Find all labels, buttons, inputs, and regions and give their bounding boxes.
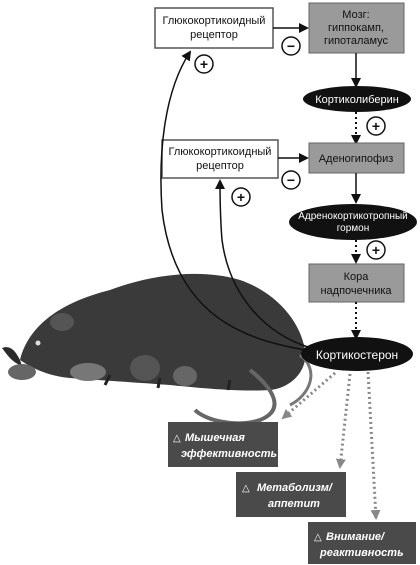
acth-line1: Адренокортикотропный [298,211,408,222]
effect-attention-box: △ Внимание/ реактивность [308,522,416,564]
effect-metabolism-line1: Метаболизм/ [257,482,334,494]
svg-text:+: + [372,118,380,134]
svg-text:−: − [287,172,295,188]
arrow-to-muscle [281,371,336,420]
receptor-mid-line1: Глюкокортикоидный [169,146,272,158]
brain-box: Мозг: гиппокамп, гипоталамус [308,2,405,54]
brain-line1: Мозг: [342,9,369,21]
receptor-top-line1: Глюкокортикоидный [163,15,266,27]
plus-sign-feedback-top: + [194,54,214,74]
corticoliberin-ellipse: Кортиколиберин [303,86,411,112]
effect-muscle-line1: Мышечная [185,432,245,444]
triangle-icon: △ [242,483,250,494]
receptor-top-box: Глюкокортикоидный рецептор [154,7,274,49]
triangle-icon: △ [173,433,181,444]
effect-muscle-line2: эффективность [181,448,277,460]
svg-text:+: + [200,56,208,72]
adrenal-cortex-box: Кора надпочечника [308,263,405,303]
plus-sign-crh: + [366,116,386,136]
effect-attention-line1: Внимание/ [326,531,386,543]
feedback-arrow-top [160,50,306,351]
effect-metabolism-box: △ Метаболизм/ аппетит [236,472,346,517]
svg-text:−: − [287,38,295,54]
cortex-line2: надпочечника [320,285,392,297]
arrow-to-metabolism [335,373,352,469]
triangle-icon: △ [314,532,322,543]
receptor-mid-line2: рецептор [196,160,244,172]
minus-sign-mid: − [281,170,301,190]
plus-sign-feedback-mid: + [231,187,251,207]
effect-metabolism-line2: аппетит [268,498,320,510]
corticosterone-label: Кортикостерон [316,348,398,362]
svg-text:+: + [237,189,245,205]
receptor-top-line2: рецептор [190,29,238,41]
effect-attention-line2: реактивность [319,547,404,559]
acth-ellipse: Адренокортикотропный гормон [289,204,417,240]
corticoliberin-label: Кортиколиберин [315,94,399,106]
cortex-line1: Кора [344,271,370,283]
adenohypophysis-box: Аденогипофиз [308,142,405,174]
rat-illustration [2,273,313,426]
brain-line3: гипоталамус [324,35,389,47]
brain-line2: гиппокамп, [328,22,384,34]
minus-sign-top: − [281,36,301,56]
svg-text:+: + [372,242,380,258]
acth-line2: гормон [337,223,370,234]
receptor-mid-box: Глюкокортикоидный рецептор [161,139,279,179]
adenohypophysis-label: Аденогипофиз [319,153,394,165]
effect-muscle-box: △ Мышечная эффективность [168,422,278,467]
plus-sign-acth: + [366,240,386,260]
arrow-to-attention [366,371,381,520]
feedback-arrow-mid [215,179,309,348]
corticosterone-ellipse: Кортикостерон [301,337,413,371]
